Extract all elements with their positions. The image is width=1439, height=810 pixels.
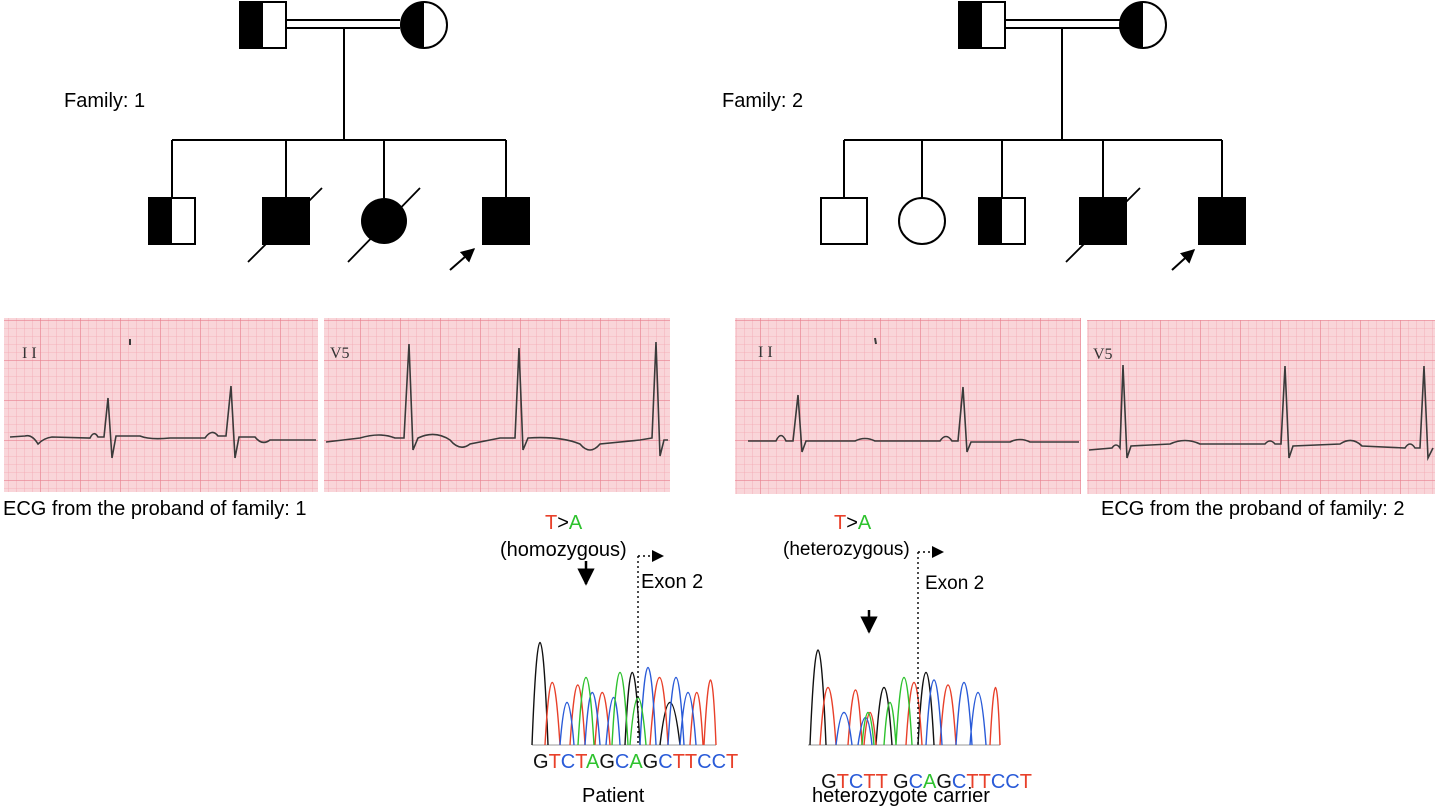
base: C	[848, 771, 864, 793]
pedigree-family-1	[171, 19, 507, 198]
base: G	[821, 771, 837, 793]
mutation-from: T	[834, 512, 847, 534]
f1-proband-symbol	[449, 197, 530, 271]
exon-label-family-2: Exon 2	[925, 573, 985, 594]
ecg-trace	[9, 385, 316, 459]
f1-child-2-symbol	[247, 187, 323, 263]
base: T	[966, 771, 979, 793]
zygosity-family-1: (homozygous)	[500, 539, 627, 561]
ecg-strip-f1-lead-ii	[4, 318, 318, 492]
base: C	[908, 771, 924, 793]
f1-father-symbol	[239, 1, 287, 49]
base: T	[548, 751, 561, 773]
base: C	[560, 751, 576, 773]
ecg-lead-label: I I	[758, 344, 773, 361]
base: C	[658, 751, 673, 773]
base: C	[990, 771, 1006, 793]
base: T	[1019, 771, 1032, 793]
base: T	[575, 751, 586, 773]
family-2-label: Family: 2	[722, 90, 804, 112]
base: T	[836, 771, 849, 793]
mutation-to: A	[568, 512, 583, 534]
ecg-strip-f2-lead-ii	[735, 318, 1081, 494]
ecg-lead-label: V5	[1093, 346, 1113, 363]
f2-mother-symbol	[1119, 1, 1167, 49]
base: C	[614, 751, 630, 773]
base: T	[863, 771, 876, 793]
base: T	[875, 771, 888, 793]
f1-child-3-symbol	[347, 187, 421, 263]
ecg-trace	[748, 386, 1079, 453]
ecg-strip-f2-lead-v5	[1087, 320, 1435, 494]
ecg-caption-family-2: ECG from the proband of family: 2	[1101, 498, 1405, 520]
exon-label-family-1: Exon 2	[641, 571, 704, 593]
ecg-trace	[1088, 364, 1434, 462]
base: A	[629, 751, 643, 773]
mutation-sep: >	[846, 512, 858, 534]
mutation-notation-family-1: T>A	[545, 513, 582, 533]
family-1-label: Family: 1	[64, 90, 146, 112]
base: G	[893, 771, 909, 793]
base: T	[726, 751, 739, 773]
base: G	[642, 751, 659, 773]
mutation-from: T	[545, 512, 558, 534]
proband-arrow	[449, 248, 476, 271]
base: G	[936, 771, 952, 793]
f2-proband-symbol	[1171, 197, 1246, 271]
base: T	[672, 751, 685, 773]
zygosity-family-2: (heterozygous)	[783, 539, 910, 560]
f2-child-1-symbol	[820, 197, 868, 245]
base: T	[684, 751, 698, 773]
sequence-family-2: GTCTT GCAGCTTCCT	[810, 752, 1032, 792]
mutation-notation-family-2: T>A	[834, 513, 871, 533]
sequence-family-1: GTCTAGCAGCTTCCT	[533, 752, 738, 772]
ecg-strip-f1-lead-v5	[324, 318, 670, 492]
base: G	[599, 751, 615, 773]
base: T	[978, 771, 991, 793]
ecg-lead-label: V5	[330, 345, 350, 362]
f1-child-1-symbol	[148, 197, 196, 245]
base: A	[585, 751, 600, 773]
f2-child-4-symbol	[1065, 187, 1141, 263]
base: G	[533, 751, 549, 773]
f2-father-symbol	[958, 1, 1006, 49]
ecg-caption-family-1: ECG from the proband of family: 1	[3, 498, 307, 520]
base: C	[697, 751, 712, 773]
sample-label-carrier: heterozygote carrier	[812, 785, 990, 807]
ecg-lead-label: I I	[22, 345, 37, 362]
pedigree-family-2	[843, 19, 1223, 198]
f1-mother-symbol	[400, 1, 448, 49]
sample-label-patient: Patient	[582, 785, 645, 807]
f2-child-3-symbol	[978, 197, 1026, 245]
base: C	[951, 771, 967, 793]
mutation-sep: >	[557, 512, 569, 534]
chromatogram-patient	[531, 550, 717, 746]
mutation-to: A	[857, 512, 872, 534]
chromatogram-carrier	[808, 546, 1001, 746]
base: C	[1005, 771, 1020, 793]
base: C	[711, 751, 727, 773]
f2-child-2-symbol	[898, 197, 946, 245]
base: A	[923, 771, 937, 793]
proband-arrow	[1171, 249, 1196, 271]
ecg-trace	[325, 341, 668, 457]
